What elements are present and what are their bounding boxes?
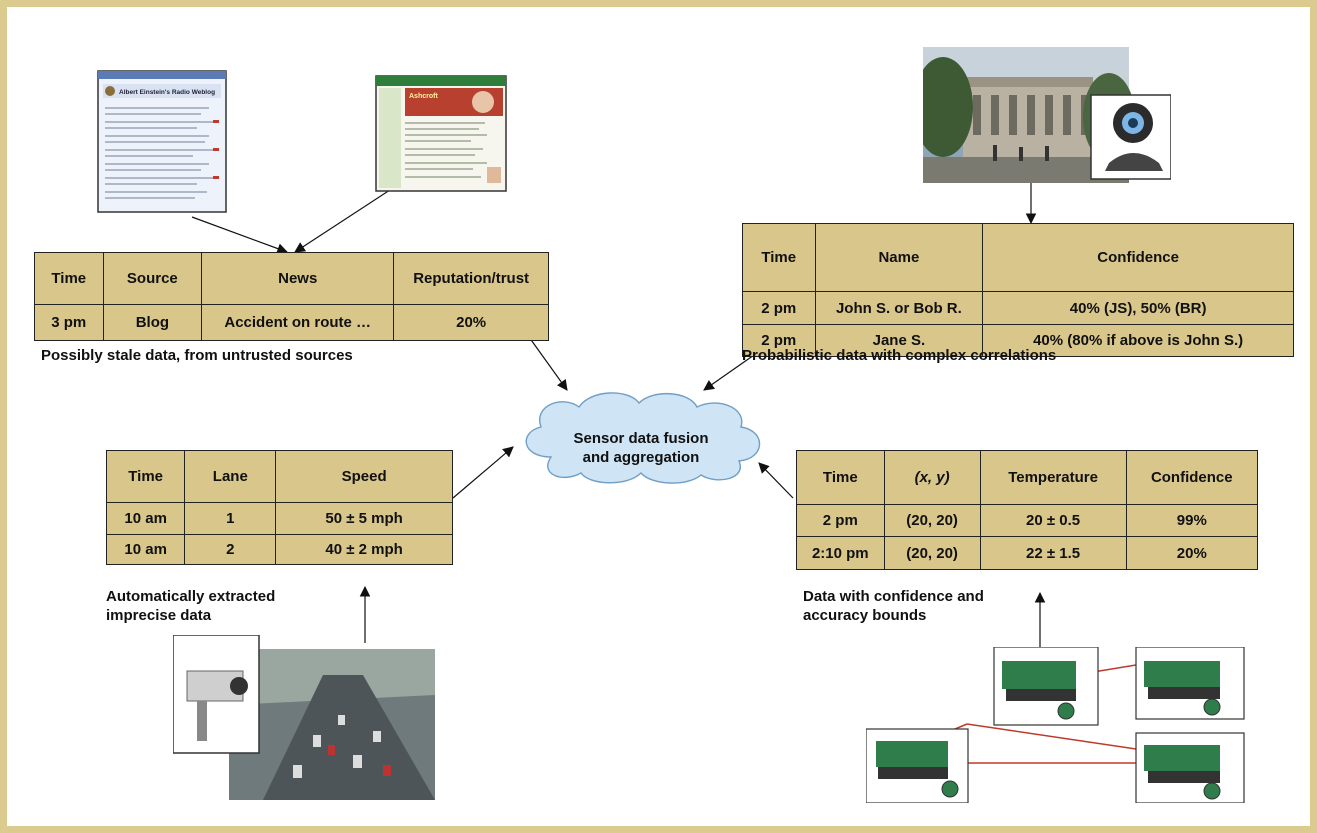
traffic-cell-lane-2: 2 xyxy=(184,534,277,565)
identity-table: Time Name Confidence 2 pm John S. or Bob… xyxy=(742,223,1294,357)
identity-header-confidence: Confidence xyxy=(982,223,1294,292)
campus-webcam-image xyxy=(923,47,1171,183)
table-row: 2 pm (20, 20) 20 ± 0.5 99% xyxy=(796,504,1259,537)
sensor-cell-temperature-1: 20 ± 0.5 xyxy=(979,504,1127,537)
traffic-cell-lane-1: 1 xyxy=(184,502,277,535)
traffic-cell-time-2: 10 am xyxy=(105,534,186,565)
traffic-table-header-row: Time Lane Speed xyxy=(105,450,453,503)
traffic-cell-speed-2: 40 ± 2 mph xyxy=(275,534,453,565)
table-row: 3 pm Blog Accident on route … 20% xyxy=(34,304,549,341)
table-row: 2 pm Jane S. 40% (80% if above is John S… xyxy=(742,324,1294,357)
sensor-cell-temperature-2: 22 ± 1.5 xyxy=(979,536,1127,570)
traffic-header-time: Time xyxy=(105,450,186,503)
identity-table-header-row: Time Name Confidence xyxy=(742,223,1294,292)
table-row: 2:10 pm (20, 20) 22 ± 1.5 20% xyxy=(796,536,1259,570)
arrow-news-table-to-cloud xyxy=(528,336,568,391)
arrow-blog-to-news-table xyxy=(191,216,289,254)
identity-cell-name-2: Jane S. xyxy=(814,324,984,357)
traffic-cell-time-1: 10 am xyxy=(105,502,186,535)
table-row: 10 am 2 40 ± 2 mph xyxy=(105,534,453,565)
traffic-camera-image xyxy=(173,635,435,800)
identity-cell-confidence-2: 40% (80% if above is John S.) xyxy=(982,324,1294,357)
cloud-label-line-2: and aggregation xyxy=(582,449,700,466)
news-cell-source: Blog xyxy=(102,304,203,341)
arrow-news-site-to-news-table xyxy=(294,187,394,253)
identity-cell-name-1: John S. or Bob R. xyxy=(814,291,984,325)
identity-header-time: Time xyxy=(742,223,816,292)
identity-table-caption: Probabilistic data with complex correlat… xyxy=(742,347,1057,364)
fusion-cloud-shape xyxy=(525,392,761,484)
sensor-mote-bottom-right xyxy=(1135,732,1245,803)
news-webpage-image: Ashcroft xyxy=(375,75,507,192)
news-cell-time: 3 pm xyxy=(34,304,104,341)
sensor-mote-bottom-left xyxy=(866,728,969,803)
table-row: 2 pm John S. or Bob R. 40% (JS), 50% (BR… xyxy=(742,291,1294,325)
sensor-cell-time-2: 2:10 pm xyxy=(796,536,885,570)
traffic-header-speed: Speed xyxy=(275,450,453,503)
sensor-cell-time-1: 2 pm xyxy=(796,504,885,537)
sensor-cell-confidence-1: 99% xyxy=(1125,504,1259,537)
blog-title-text: Albert Einstein's Radio Weblog xyxy=(119,89,215,96)
traffic-cell-speed-1: 50 ± 5 mph xyxy=(275,502,453,535)
arrow-traffic-table-to-cloud xyxy=(452,446,514,499)
news-headline-text: Ashcroft xyxy=(409,93,438,100)
traffic-header-lane: Lane xyxy=(184,450,277,503)
identity-cell-time-2: 2 pm xyxy=(742,324,816,357)
identity-cell-time-1: 2 pm xyxy=(742,291,816,325)
sensor-mote-top-right xyxy=(1135,647,1245,720)
sensor-table-header-row: Time (x, y) Temperature Confidence xyxy=(796,450,1259,505)
sensor-cell-xy-2: (20, 20) xyxy=(883,536,981,570)
sensor-header-time: Time xyxy=(796,450,885,505)
news-header-reputation: Reputation/trust xyxy=(393,252,549,305)
identity-cell-confidence-1: 40% (JS), 50% (BR) xyxy=(982,291,1294,325)
cloud-label: Sensor data fusion and aggregation xyxy=(537,429,745,467)
traffic-table-caption: Automatically extracted imprecise data xyxy=(106,587,275,625)
sensor-network-image xyxy=(866,647,1245,803)
sensor-header-xy: (x, y) xyxy=(883,450,981,505)
sensor-caption-line-2: accuracy bounds xyxy=(803,607,927,624)
news-cell-reputation: 20% xyxy=(393,304,549,341)
news-header-time: Time xyxy=(34,252,104,305)
sensor-table-caption: Data with confidence and accuracy bounds xyxy=(803,587,984,625)
blog-webpage-image: Albert Einstein's Radio Weblog xyxy=(97,70,227,213)
news-header-news: News xyxy=(201,252,395,305)
sensor-mote-top-center xyxy=(993,647,1099,726)
traffic-caption-line-2: imprecise data xyxy=(106,607,212,624)
news-table: Time Source News Reputation/trust 3 pm B… xyxy=(34,252,549,341)
cloud-label-line-1: Sensor data fusion xyxy=(573,430,709,447)
news-table-header-row: Time Source News Reputation/trust xyxy=(34,252,549,305)
news-table-caption: Possibly stale data, from untrusted sour… xyxy=(41,347,353,364)
table-row: 10 am 1 50 ± 5 mph xyxy=(105,502,453,535)
news-cell-news: Accident on route … xyxy=(201,304,395,341)
arrow-sensor-table-to-cloud xyxy=(758,462,794,499)
sensor-header-temperature: Temperature xyxy=(979,450,1127,505)
identity-header-name: Name xyxy=(814,223,984,292)
traffic-table: Time Lane Speed 10 am 1 50 ± 5 mph 10 am… xyxy=(105,450,453,565)
sensor-header-confidence: Confidence xyxy=(1125,450,1259,505)
sensor-caption-line-1: Data with confidence and xyxy=(803,588,984,605)
traffic-caption-line-1: Automatically extracted xyxy=(106,588,276,605)
sensor-cell-xy-1: (20, 20) xyxy=(883,504,981,537)
sensor-table: Time (x, y) Temperature Confidence 2 pm … xyxy=(796,450,1259,570)
news-header-source: Source xyxy=(102,252,203,305)
sensor-cell-confidence-2: 20% xyxy=(1125,536,1259,570)
